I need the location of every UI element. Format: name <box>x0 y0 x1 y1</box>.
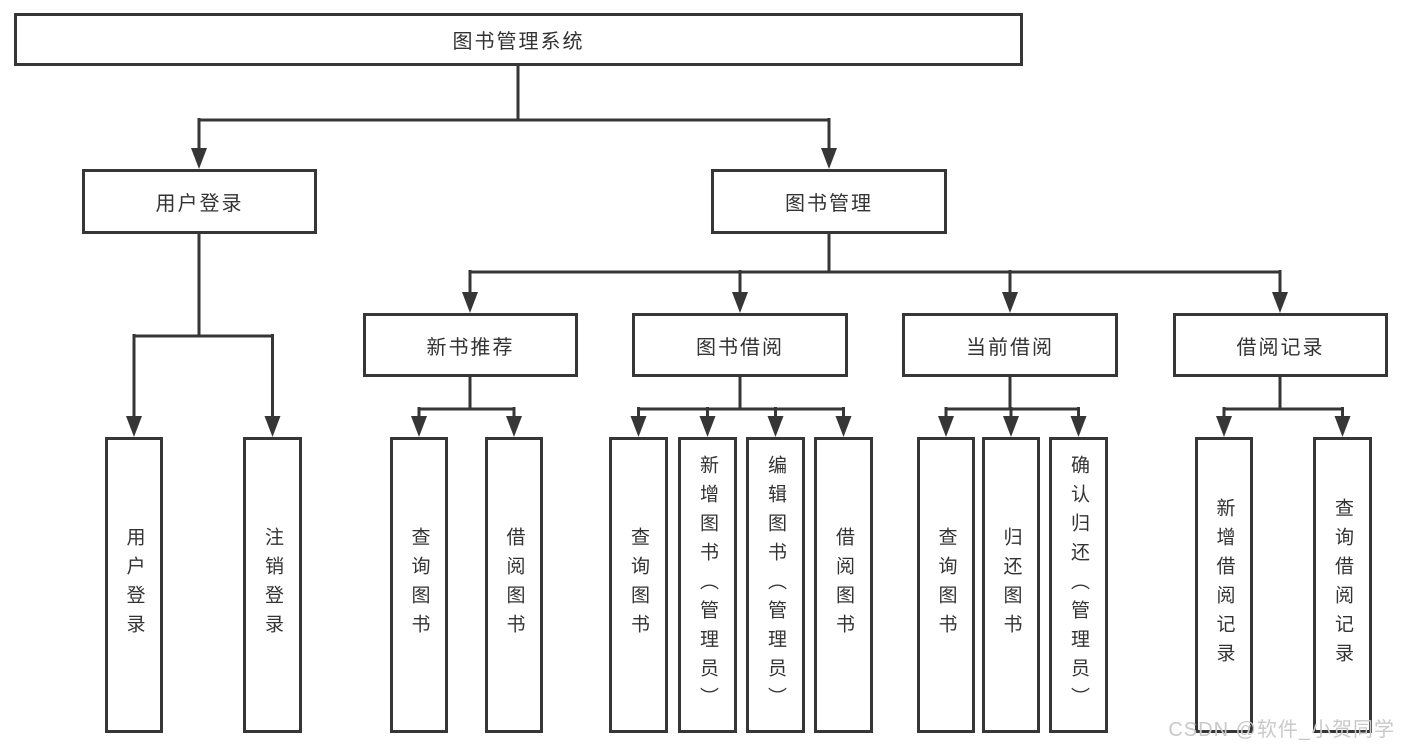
leaf-logout-login: 注销登录 <box>243 437 302 733</box>
node-book-borrow: 图书借阅 <box>632 313 848 377</box>
leaf-query-book-borrow: 查询图书 <box>609 437 668 733</box>
leaf-confirm-return-admin: 确认归还（管理员） <box>1049 437 1108 733</box>
node-root-library-management-system: 图书管理系统 <box>14 13 1023 66</box>
watermark: CSDN @软件_小贺同学 <box>1168 719 1395 741</box>
leaf-add-book-admin: 新增图书（管理员） <box>678 437 737 733</box>
node-borrow-record: 借阅记录 <box>1173 313 1388 377</box>
leaf-query-book-recommend: 查询图书 <box>390 437 448 733</box>
node-new-book-recommend: 新书推荐 <box>363 313 578 377</box>
leaf-return-book: 归还图书 <box>982 437 1040 733</box>
node-book-management: 图书管理 <box>711 169 947 234</box>
leaf-query-book-current: 查询图书 <box>917 437 975 733</box>
leaf-user-login: 用户登录 <box>105 437 163 733</box>
node-user-login: 用户登录 <box>82 169 317 234</box>
leaf-edit-book-admin: 编辑图书（管理员） <box>746 437 805 733</box>
node-current-borrow: 当前借阅 <box>902 313 1118 377</box>
leaf-borrow-book-recommend: 借阅图书 <box>485 437 543 733</box>
leaf-query-borrow-record: 查询借阅记录 <box>1313 437 1372 733</box>
leaf-add-borrow-record: 新增借阅记录 <box>1195 437 1253 733</box>
leaf-borrow-book: 借阅图书 <box>814 437 873 733</box>
